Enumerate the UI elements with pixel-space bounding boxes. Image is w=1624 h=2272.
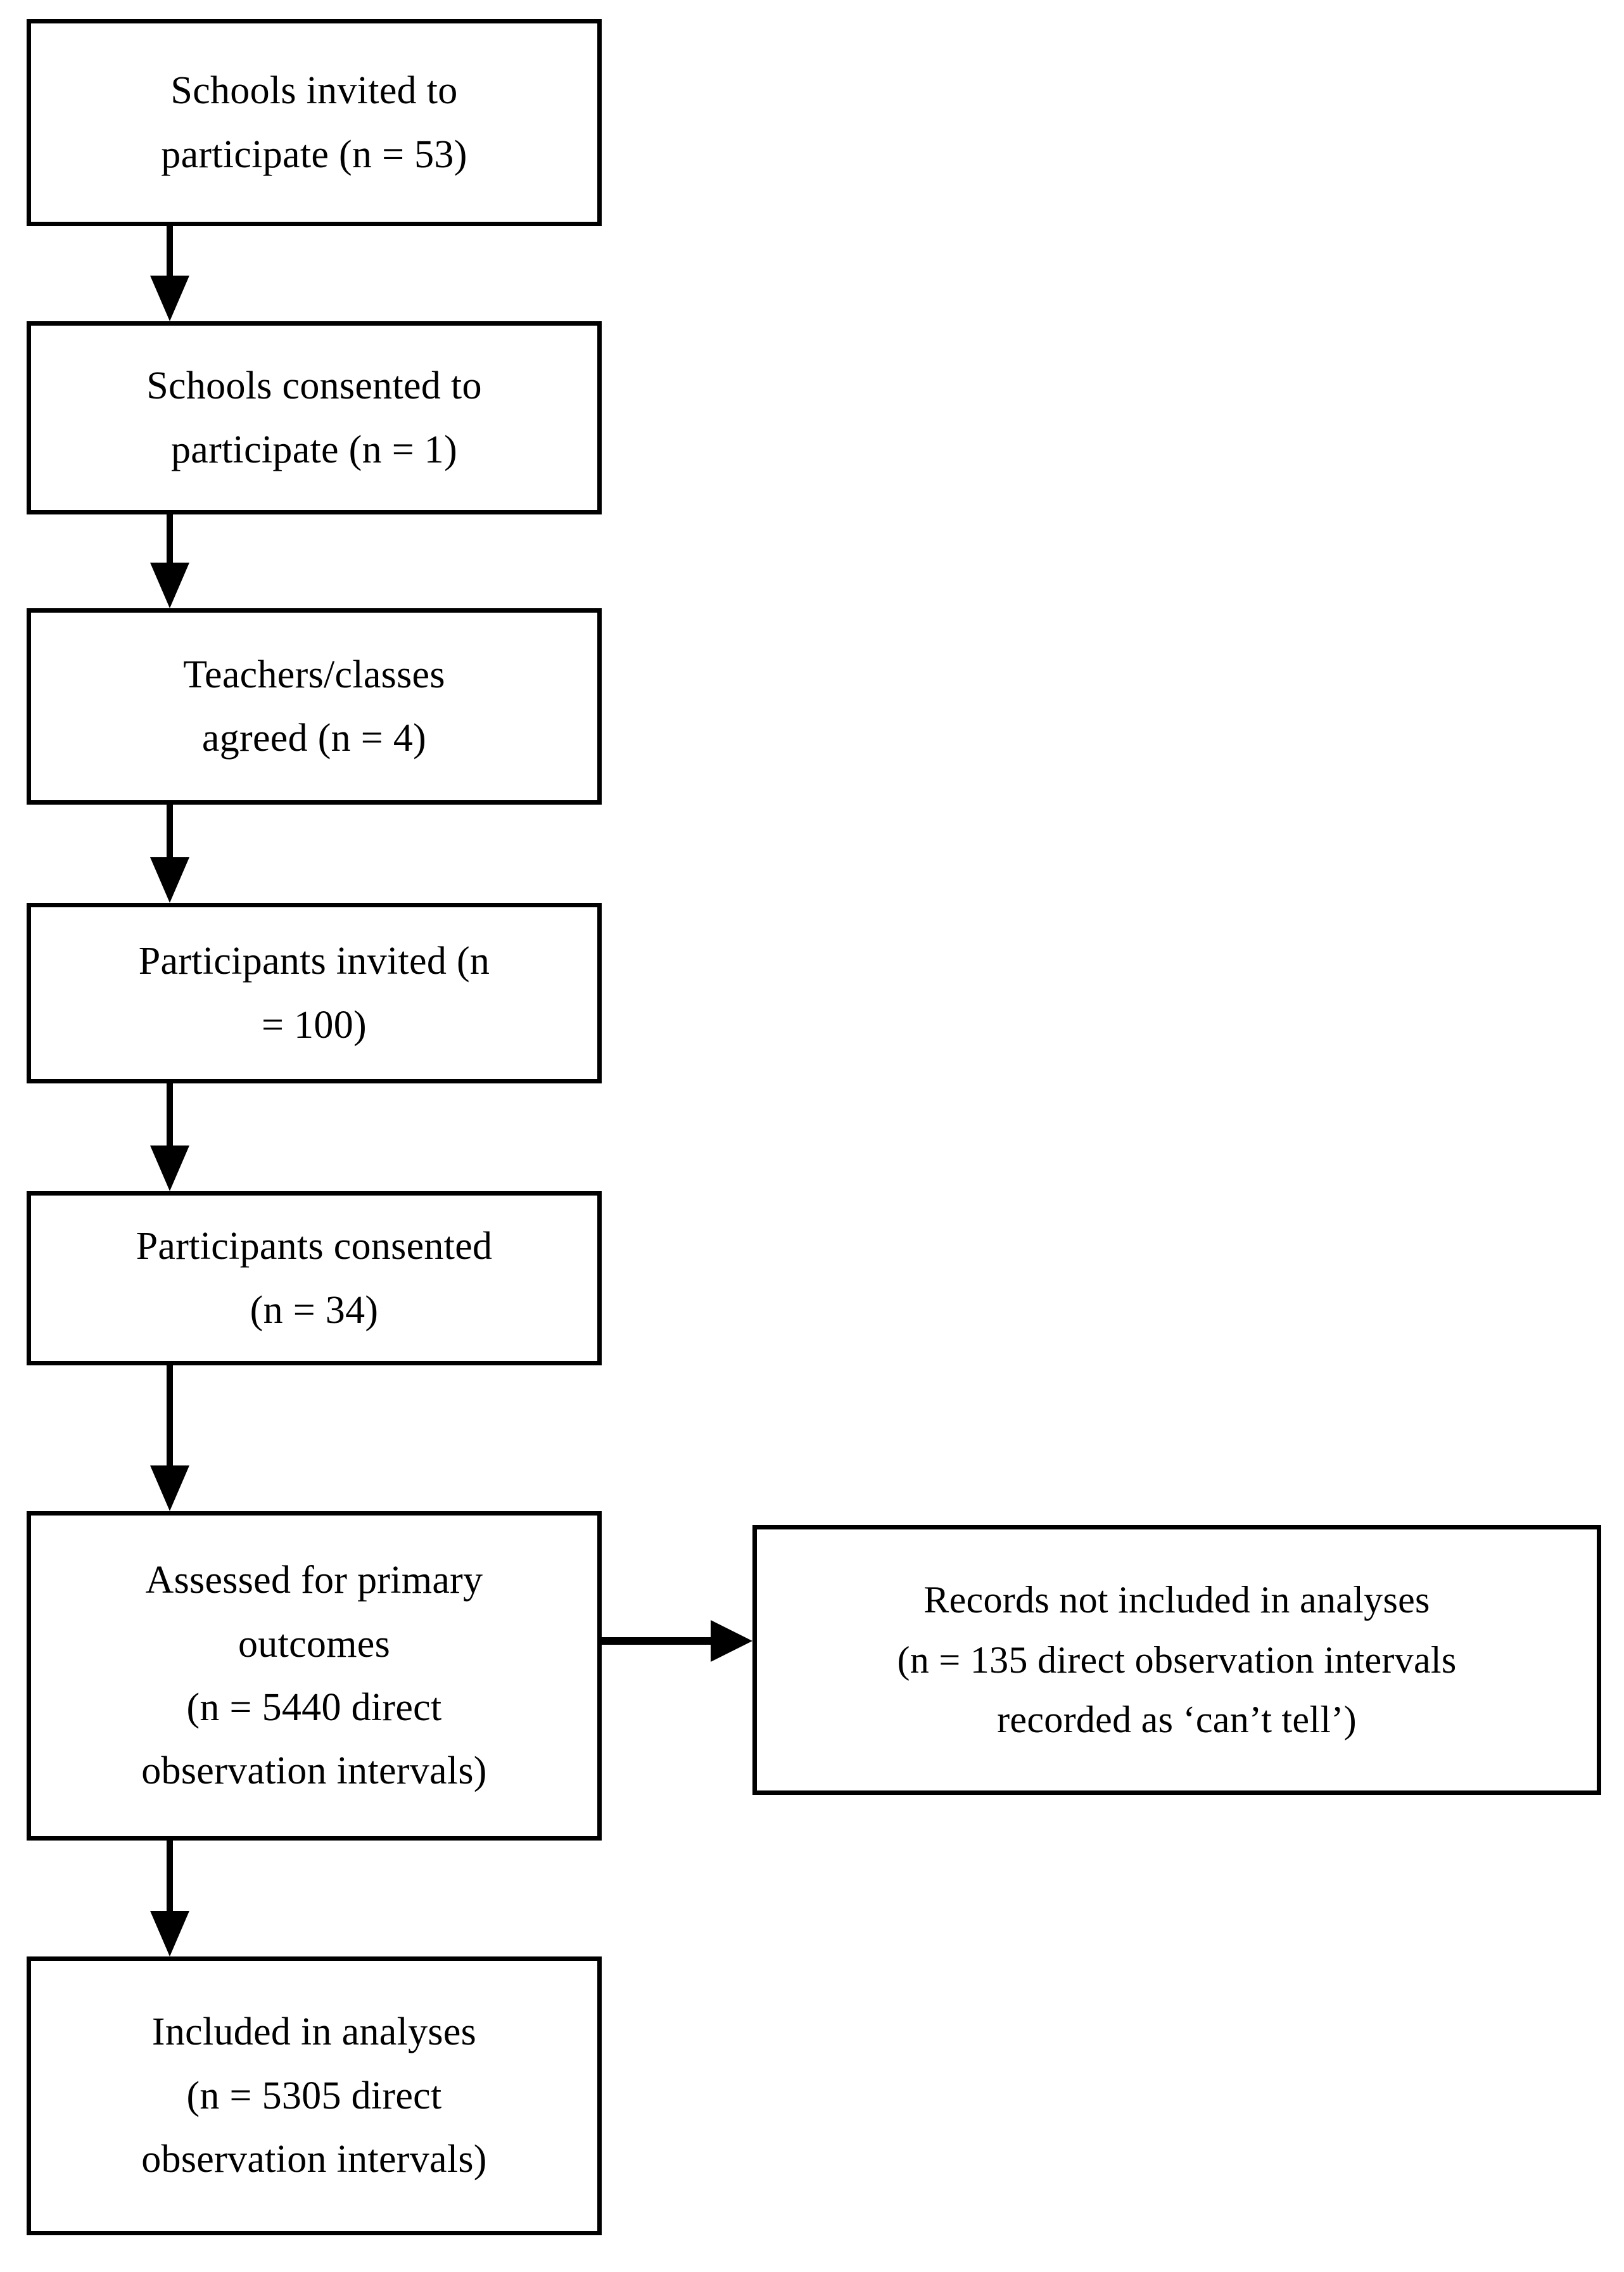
arrow-head-down-icon [150, 1465, 189, 1511]
node-participants-invited-line-2: = 100) [262, 1003, 367, 1047]
node-assessed-primary-line-4: observation intervals) [141, 1749, 487, 1793]
node-teachers-agreed: Teachers/classes agreed (n = 4) [27, 608, 602, 805]
node-schools-consented-line-2: participate (n = 1) [170, 428, 458, 471]
node-teachers-agreed-line-2: agreed (n = 4) [201, 717, 427, 760]
node-assessed-primary-line-1: Assessed for primary [145, 1559, 483, 1602]
node-included-analyses-line-1: Included in analyses [151, 2010, 477, 2054]
node-participants-consented-line-2: (n = 34) [250, 1288, 379, 1332]
arrow-shaft [167, 226, 173, 276]
node-participants-consented: Participants consented (n = 34) [27, 1191, 602, 1365]
arrow-head-down-icon [150, 1146, 189, 1191]
node-schools-consented-line-1: Schools consented to [146, 364, 482, 408]
arrow-shaft [167, 514, 173, 563]
node-schools-invited-line-2: participate (n = 53) [161, 132, 467, 176]
arrow-shaft [167, 805, 173, 857]
arrow-head-down-icon [150, 276, 189, 321]
arrow-shaft [167, 1841, 173, 1911]
node-included-analyses-line-3: observation intervals) [141, 2138, 487, 2181]
arrow-head-down-icon [150, 857, 189, 903]
arrow-shaft [167, 1083, 173, 1146]
arrow-head-down-icon [150, 563, 189, 608]
node-records-excluded-line-3: recorded as ‘can’t tell’) [997, 1699, 1357, 1741]
node-participants-consented-line-1: Participants consented [136, 1225, 493, 1268]
node-assessed-primary-line-2: outcomes [238, 1622, 391, 1666]
node-assessed-primary-outcomes: Assessed for primary outcomes (n = 5440 … [27, 1511, 602, 1841]
node-records-excluded-line-2: (n = 135 direct observation intervals [897, 1638, 1457, 1681]
node-schools-consented: Schools consented to participate (n = 1) [27, 321, 602, 514]
node-included-in-analyses: Included in analyses (n = 5305 direct ob… [27, 1956, 602, 2235]
arrow-head-down-icon [150, 1911, 189, 1956]
node-records-excluded-line-1: Records not included in analyses [923, 1578, 1430, 1621]
node-teachers-agreed-line-1: Teachers/classes [183, 653, 445, 696]
node-records-not-included: Records not included in analyses (n = 13… [752, 1525, 1601, 1795]
arrow-shaft [167, 1365, 173, 1465]
node-schools-invited-line-1: Schools invited to [170, 69, 458, 113]
arrow-head-right-icon [711, 1620, 752, 1662]
node-schools-invited: Schools invited to participate (n = 53) [27, 19, 602, 226]
node-participants-invited-line-1: Participants invited (n [138, 940, 490, 983]
node-included-analyses-line-2: (n = 5305 direct [186, 2074, 442, 2117]
node-participants-invited: Participants invited (n = 100) [27, 903, 602, 1083]
node-assessed-primary-line-3: (n = 5440 direct [186, 1686, 442, 1729]
arrow-shaft [602, 1637, 716, 1645]
